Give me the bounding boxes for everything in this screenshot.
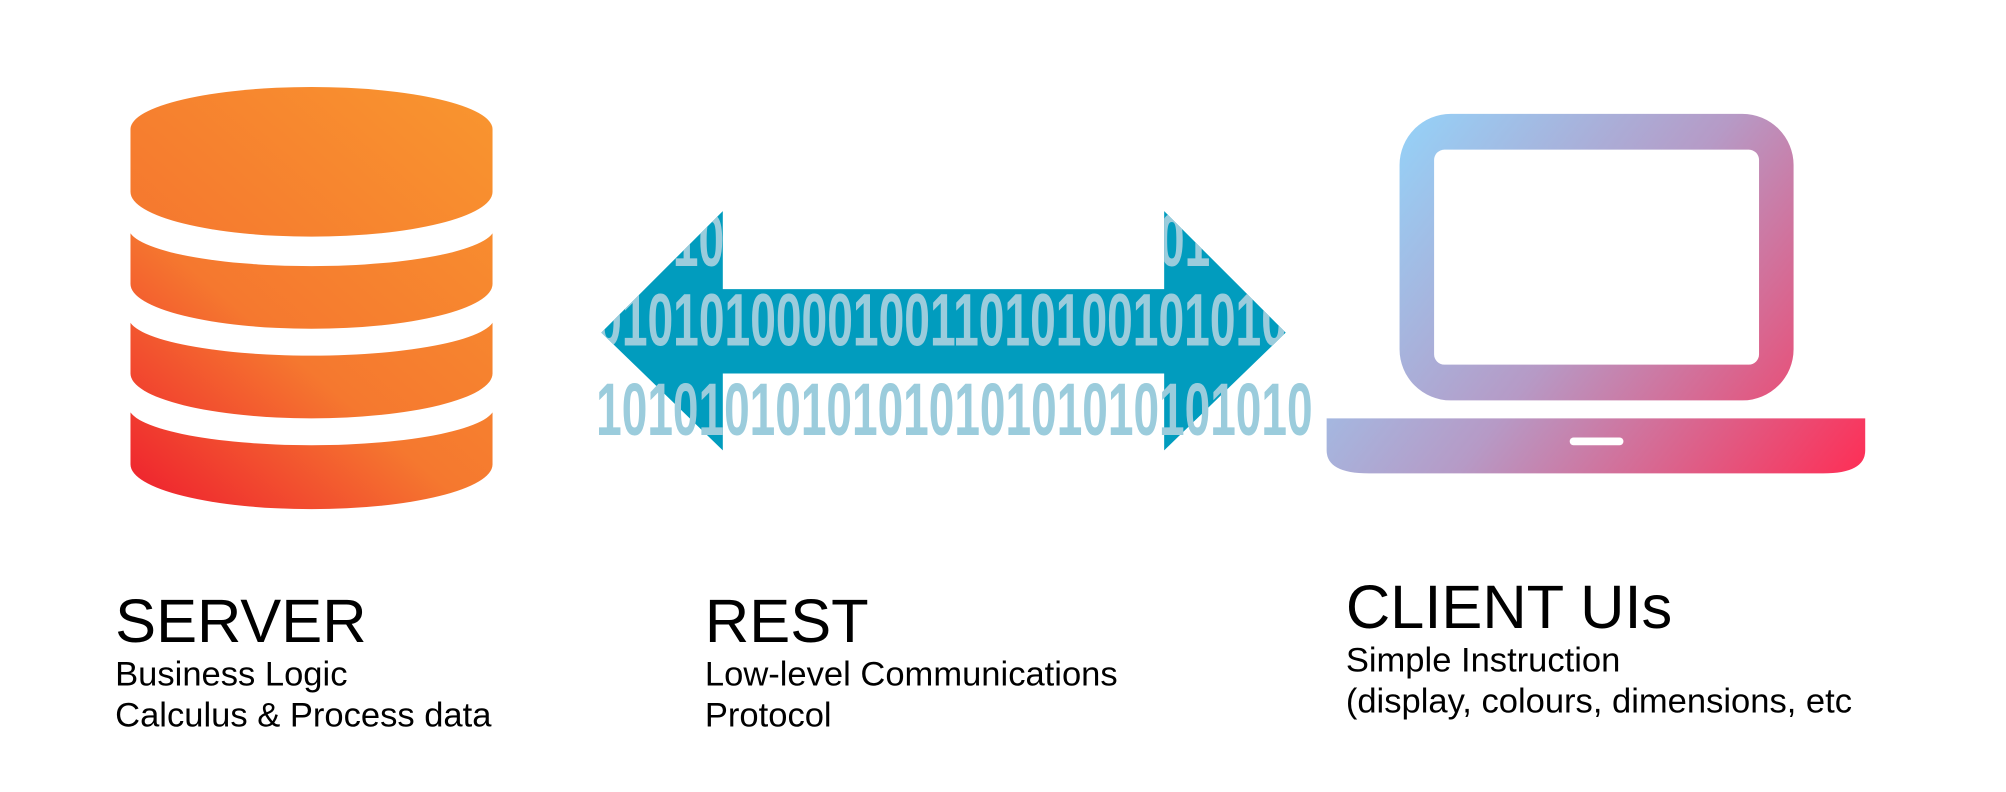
client-title: CLIENT UIs [1345,574,1673,643]
binary-row-top: 0101010100101010010101010101 [596,199,1312,282]
laptop-icon [1326,113,1866,474]
rest-line1: Low-level Communications [704,655,1118,694]
rest-title: REST [704,588,869,657]
client-line2: (display, colours, dimensions, etc [1345,681,1853,721]
server-line1: Business Logic [115,655,348,694]
server-title: SERVER [115,588,367,657]
binary-row-bottom: 1010101010101010101010101010 [596,368,1312,451]
laptop-slot [1569,437,1624,446]
client-line1: Simple Instruction [1345,640,1621,680]
rest-line2: Protocol [704,695,832,735]
rest-label: REST Low-level Communications Protocol [705,592,1118,735]
double-arrow-icon: 0101010100101010010101010101 01010100001… [596,199,1312,451]
database-icon [128,86,495,510]
binary-row-middle: 0101010000100110101001010101 [596,278,1312,361]
server-line2: Calculus & Process data [115,695,492,735]
client-label: CLIENT UIs Simple Instruction (display, … [1346,578,1852,721]
server-label: SERVER Business Logic Calculus & Process… [115,592,491,735]
